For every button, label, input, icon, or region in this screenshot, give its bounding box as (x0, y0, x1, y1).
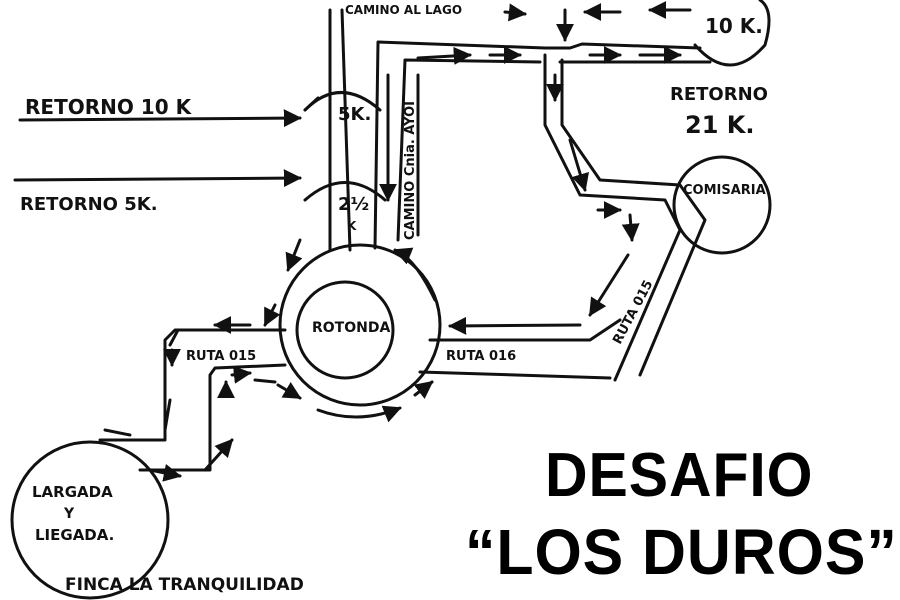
ruta-016-road-bottom (418, 370, 612, 380)
direction-arrow-29 (303, 96, 320, 112)
direction-arrow-6 (568, 138, 589, 192)
two-half-k-label: 2½ (338, 194, 369, 215)
title-line-1: DESAFIO (545, 441, 814, 510)
direction-arrow-28 (413, 380, 434, 399)
retorno-5k-label: RETORNO 5K. (20, 194, 158, 215)
ten-k-turnaround-circle (693, 0, 771, 67)
retorno-5k-line (13, 169, 302, 188)
camino-al-lago-arrow (503, 3, 527, 22)
direction-arrow-1 (416, 46, 472, 65)
camino-cnia-ayoi-label: CAMINO Cnia. AYOI (403, 101, 418, 240)
direction-arrow-15 (263, 303, 281, 327)
north-road-right-edge (340, 8, 352, 252)
retorno-2-5k-turn-arc (303, 181, 387, 202)
direction-arrow-10 (448, 316, 582, 335)
title-line-2: “LOS DUROS” (465, 516, 898, 588)
retorno-21k-label-line2: 21 K. (685, 111, 754, 139)
five-k-label: 5K. (338, 104, 371, 125)
comisaria-label: COMISARIA (683, 183, 766, 198)
direction-arrow-24 (230, 365, 252, 384)
direction-arrow-17 (168, 328, 180, 347)
direction-arrow-14 (285, 238, 303, 272)
ruta-016-label: RUTA 016 (446, 349, 516, 364)
direction-arrow-27 (316, 405, 402, 423)
ten-k-label: 10 K. (705, 14, 763, 38)
largada-label-line1: LARGADA (32, 483, 113, 501)
rotonda-inner-ring (295, 280, 395, 380)
ruta-016-road-top (428, 318, 622, 342)
direction-arrow-25 (253, 378, 277, 384)
direction-arrow-9 (588, 253, 630, 317)
direction-arrow-20 (103, 428, 132, 437)
camino-ayoi-road-inner (396, 58, 542, 242)
direction-arrow-19 (163, 398, 172, 432)
camino-ayoi-road-outer (373, 40, 547, 250)
largada-label-line3: LIEGADA. (35, 526, 114, 544)
rotonda-label: ROTONDA (312, 320, 390, 336)
retorno-10k-line (18, 109, 302, 128)
comisaria-circle (672, 155, 772, 255)
camino-al-lago-label: CAMINO AL LAGO (345, 3, 462, 17)
direction-arrow-13 (393, 247, 437, 302)
largada-circle (10, 440, 170, 600)
direction-arrow-21 (148, 463, 182, 482)
largada-label-line2: Y (63, 506, 75, 522)
retorno-10k-label: RETORNO 10 K (25, 95, 193, 119)
finca-label: FINCA LA TRANQUILIDAD (65, 575, 304, 595)
direction-arrow-22 (203, 438, 234, 472)
retorno-21k-label-line1: RETORNO (670, 84, 768, 105)
direction-arrow-8 (621, 213, 640, 242)
ruta-015-left-label: RUTA 015 (186, 349, 256, 364)
two-half-k-unit-label: K (347, 219, 357, 233)
ruta-015-left-road-top (98, 328, 287, 442)
direction-arrow-26 (276, 382, 302, 400)
east-road-outer (543, 53, 682, 382)
lake-road-top (543, 42, 702, 50)
